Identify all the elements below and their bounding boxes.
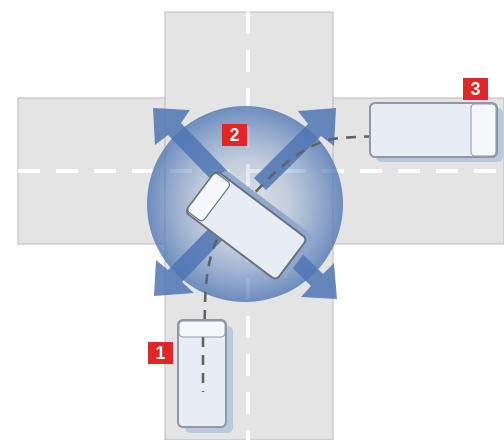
arrow-northwest bbox=[153, 108, 236, 192]
marker-1: 1 bbox=[148, 342, 173, 364]
truck-start bbox=[177, 319, 233, 433]
marker-3: 3 bbox=[463, 78, 488, 100]
truck-start-cab bbox=[178, 320, 226, 338]
marker-3-label: 3 bbox=[470, 79, 480, 99]
truck-turning-cab bbox=[187, 172, 231, 222]
truck-end-body bbox=[369, 102, 498, 158]
turn-path-dashed bbox=[201, 134, 404, 393]
truck-turning bbox=[186, 171, 314, 280]
truck-end-cab bbox=[470, 103, 497, 157]
marker-2: 2 bbox=[222, 124, 247, 146]
arrow-northeast bbox=[254, 108, 336, 190]
marker-2-label: 2 bbox=[229, 125, 239, 145]
truck-end bbox=[369, 102, 503, 162]
marker-1-label: 1 bbox=[155, 343, 165, 363]
step-markers: 1 2 3 bbox=[148, 78, 488, 364]
